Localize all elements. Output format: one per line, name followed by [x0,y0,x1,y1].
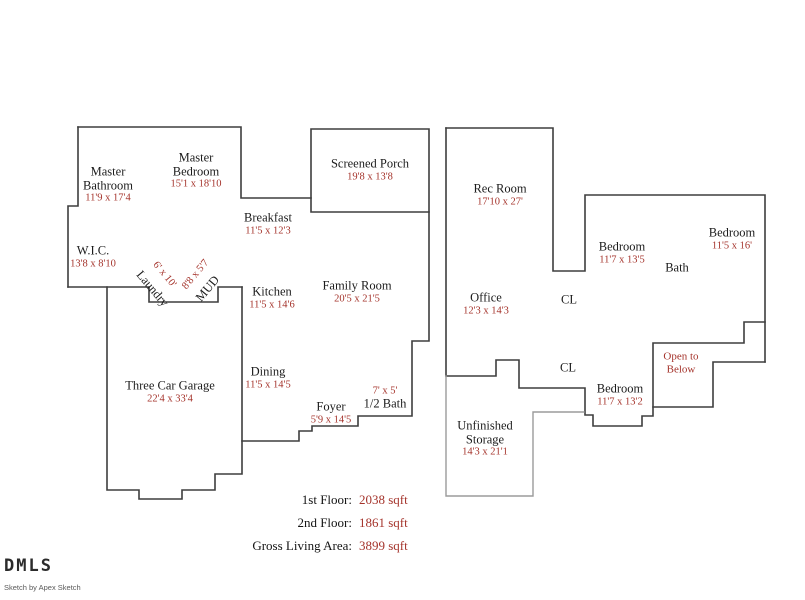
screened-porch-outline [310,128,430,213]
summary-value: 2038 sqft [359,492,408,507]
room-label: 1/2 Bath [363,396,407,411]
room-label: Screened Porch [330,156,410,171]
room-unfinished-storage: Unfinished Storage 14'3 x 21'1 [457,418,513,459]
room-bedroom-left: Bedroom 11'7 x 13'5 [599,240,646,266]
room-dims: 5'9 x 14'5 [310,413,352,425]
room-kitchen: Kitchen 11'5 x 14'6 [249,285,294,311]
room-dims: 12'3 x 14'3 [463,304,509,316]
room-half-bath: 7' x 5' 1/2 Bath [364,385,407,411]
room-label: W.I.C. [76,243,110,258]
room-dims: 11'7 x 13'2 [597,395,643,407]
room-label: Unfinished Storage [457,418,513,446]
room-dims: 13'8 x 8'10 [70,257,116,269]
room-label: Kitchen [252,284,292,299]
room-label: Breakfast [244,210,292,225]
summary-label: 1st Floor: [301,492,352,507]
room-label: Open to Below [663,350,699,376]
room-rec-room: Rec Room 17'10 x 27' [473,182,526,208]
first-floor-outline [67,126,430,500]
summary-value: 3899 sqft [359,538,408,553]
room-label: Foyer [316,399,346,414]
room-bedroom-lower: Bedroom 11'7 x 13'2 [597,382,644,408]
room-screened-porch: Screened Porch 19'8 x 13'8 [331,157,409,183]
room-label: CL [561,292,577,307]
room-label: Family Room [322,278,392,293]
room-dims: 11'5 x 14'6 [249,298,295,310]
room-label: Master Bedroom [172,150,220,178]
room-dims: 11'5 x 16' [711,239,753,251]
room-master-bathroom: Master Bathroom 11'9 x 17'4 [83,164,133,205]
room-label: Master Bathroom [83,164,133,192]
summary-row-first-floor: 1st Floor: 2038 sqft [180,492,408,508]
laundry-mud-notch [67,286,243,303]
room-dims: 11'9 x 17'4 [85,192,131,204]
room-dims: 11'5 x 14'5 [245,378,291,390]
room-closet-upper: CL [561,293,577,307]
room-dims: 7' x 5' [372,385,398,397]
room-dims: 20'5 x 21'5 [334,292,380,304]
summary-value: 1861 sqft [359,515,408,530]
open-to-below-label: Open to Below [663,351,698,376]
apex-sketch-credit: Sketch by Apex Sketch [4,583,81,592]
open-to-below-outline [652,361,766,408]
room-label: Bath [665,260,689,275]
summary-row-second-floor: 2nd Floor: 1861 sqft [180,515,408,531]
room-dining: Dining 11'5 x 14'5 [245,365,290,391]
room-office: Office 12'3 x 14'3 [463,291,509,317]
room-label: CL [560,360,576,375]
summary-label: 2nd Floor: [297,515,352,530]
room-dims: 11'5 x 12'3 [245,224,291,236]
room-dims: 19'8 x 13'8 [347,170,393,182]
room-label: Rec Room [473,181,527,196]
room-foyer: Foyer 5'9 x 14'5 [311,400,352,426]
room-label: Bedroom [596,381,644,396]
area-summary: 1st Floor: 2038 sqft 2nd Floor: 1861 sqf… [180,492,408,561]
summary-label: Gross Living Area: [252,538,352,553]
room-breakfast: Breakfast 11'5 x 12'3 [244,211,292,237]
room-dims: 14'3 x 21'1 [462,446,508,458]
room-label: Three Car Garage [125,378,215,393]
room-label: Dining [250,364,286,379]
room-bedroom-right: Bedroom 11'5 x 16' [709,226,756,252]
room-bath: Bath [665,261,689,275]
room-garage: Three Car Garage 22'4 x 33'4 [125,379,215,405]
room-dims: 22'4 x 33'4 [147,392,193,404]
room-label: Bedroom [598,239,646,254]
unfinished-storage-outline [445,375,585,497]
room-dims: 11'7 x 13'5 [599,253,645,265]
room-label: Office [470,290,502,305]
room-family-room: Family Room 20'5 x 21'5 [322,279,391,305]
room-closet-lower: CL [560,361,576,375]
room-wic: W.I.C. 13'8 x 8'10 [70,244,116,270]
summary-row-gross-living-area: Gross Living Area: 3899 sqft [180,538,408,554]
room-dims: 17'10 x 27' [477,195,523,207]
room-label: Bedroom [708,225,756,240]
room-dims: 15'1 x 18'10 [170,178,222,190]
second-floor-outline [445,127,766,427]
room-master-bedroom: Master Bedroom 15'1 x 18'10 [170,150,222,191]
dmls-logo: DMLS [4,556,53,576]
